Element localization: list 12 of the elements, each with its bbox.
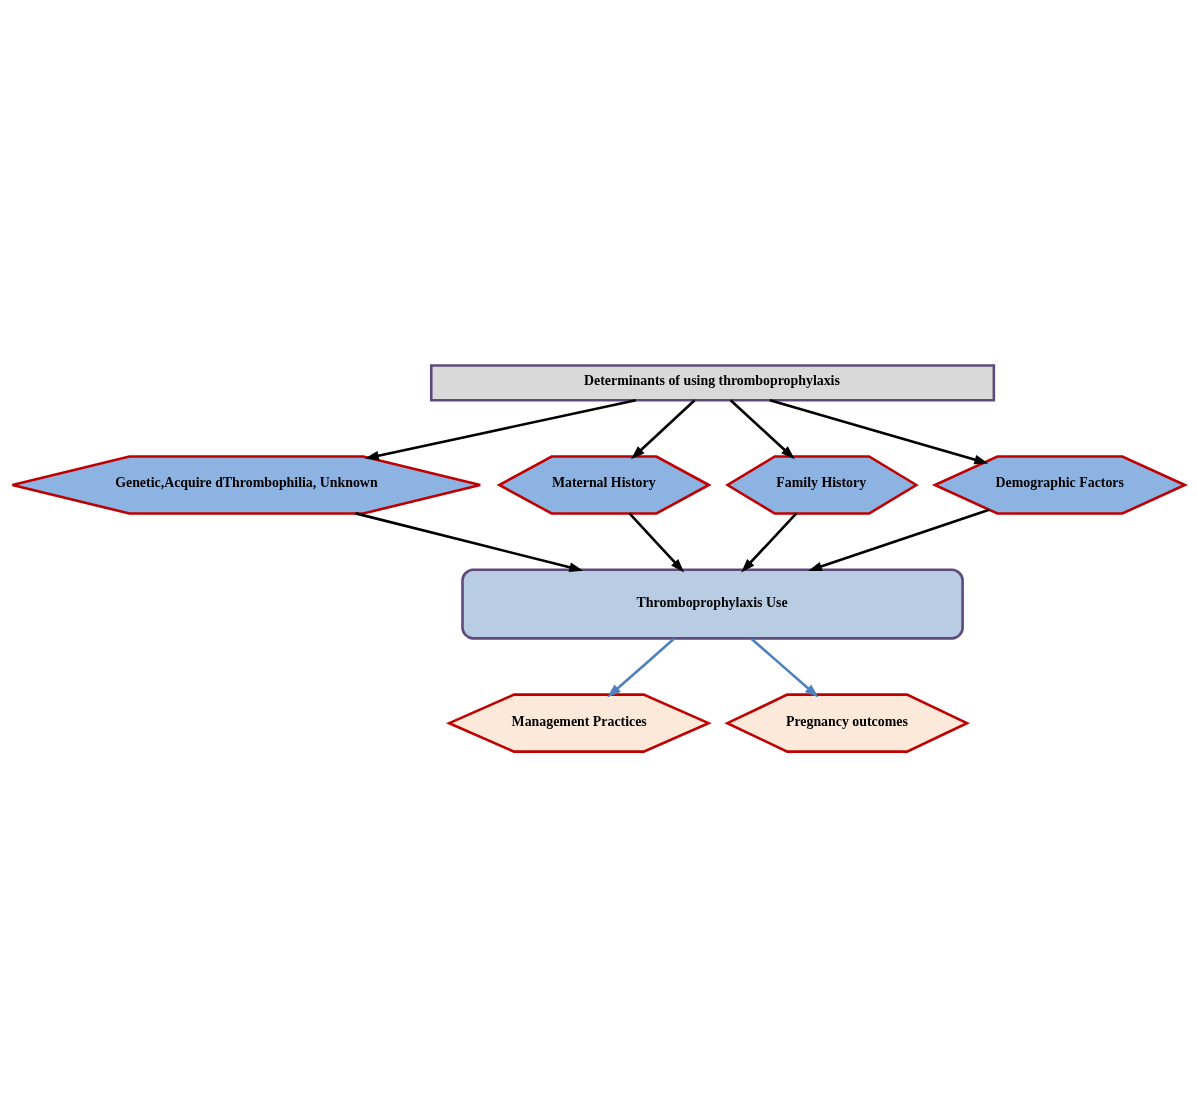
arrow	[628, 512, 685, 573]
arrow	[750, 637, 819, 698]
arrow	[364, 398, 637, 461]
arrow	[808, 508, 990, 572]
arrow	[769, 399, 989, 465]
arrow	[355, 512, 584, 572]
node-box: Determinants of using thromboprophylaxis	[429, 364, 996, 402]
arrow	[631, 399, 696, 460]
arrow	[741, 512, 798, 573]
arrow	[729, 399, 795, 460]
arrow	[607, 637, 676, 698]
node-box: Thromboprophylaxis Use	[461, 568, 964, 640]
